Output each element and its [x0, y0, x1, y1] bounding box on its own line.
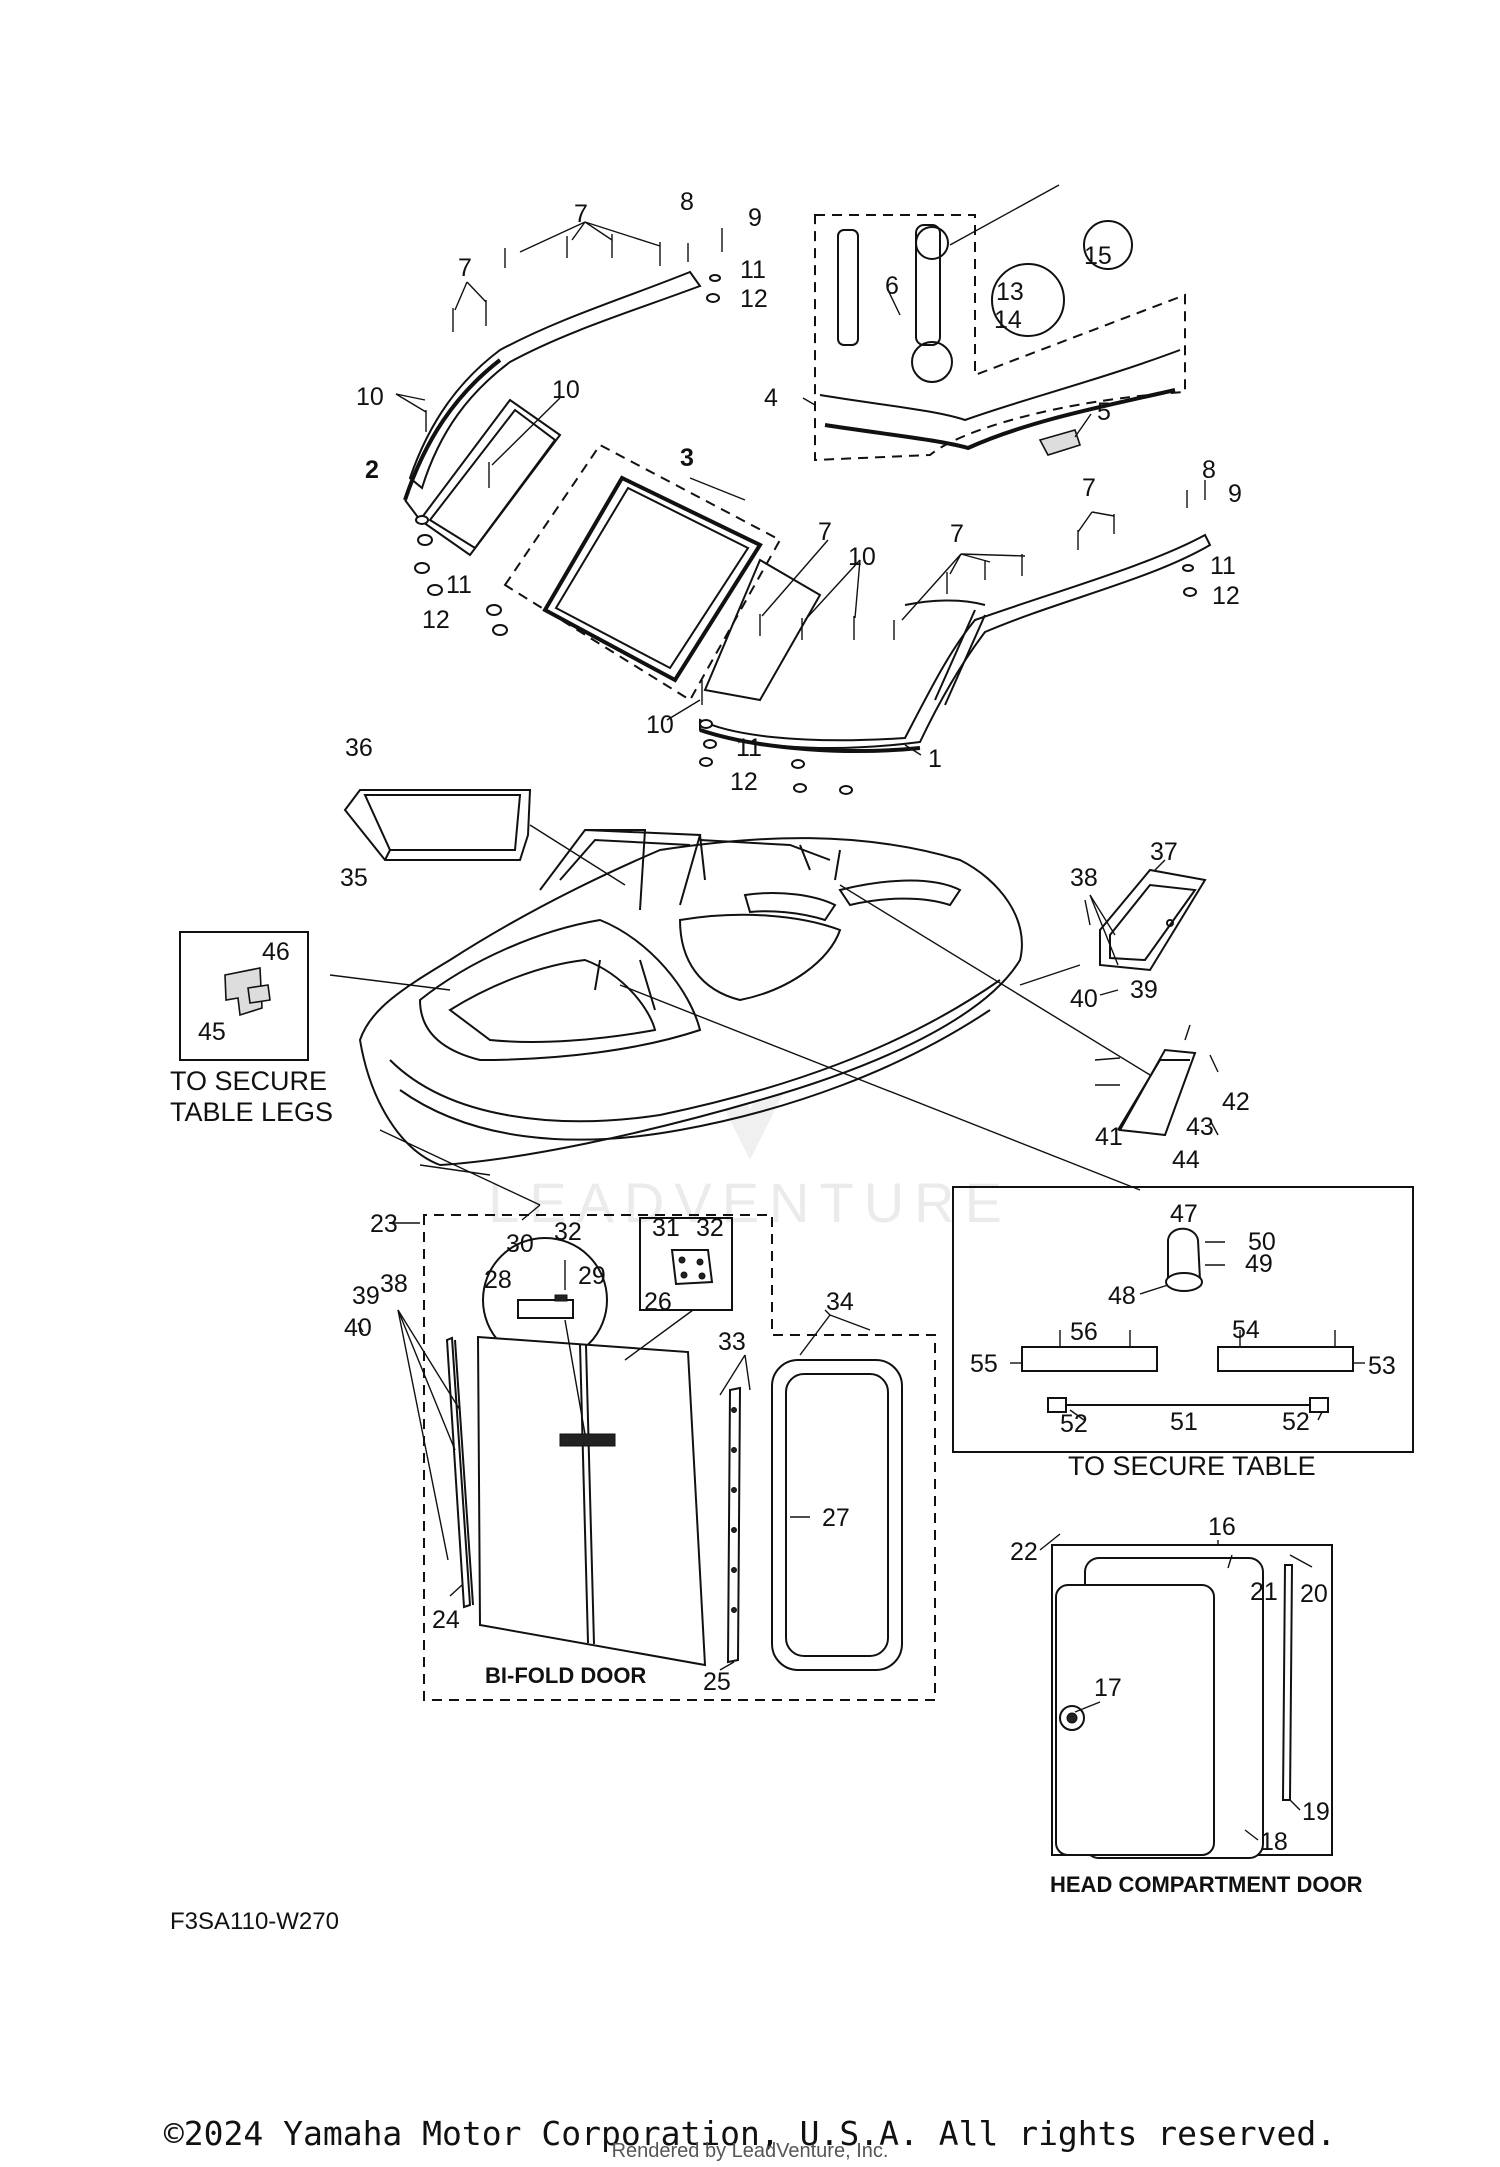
callout-34: 34 — [826, 1288, 854, 1316]
callout-48: 48 — [1108, 1282, 1136, 1310]
callout-4: 4 — [764, 384, 778, 412]
callout-11c: 11 — [1210, 552, 1236, 580]
callout-11a: 11 — [740, 256, 766, 284]
callout-30: 30 — [506, 1230, 534, 1258]
callout-38a: 38 — [1070, 864, 1098, 892]
callout-15: 15 — [1084, 242, 1112, 270]
callout-12b: 12 — [422, 606, 450, 634]
callout-18: 18 — [1260, 1828, 1288, 1856]
callout-38b: 38 — [380, 1270, 408, 1298]
callout-17: 17 — [1094, 1674, 1122, 1702]
callout-12d: 12 — [730, 768, 758, 796]
copyright-notice: ©2024 Yamaha Motor Corporation, U.S.A. A… — [163, 2114, 1337, 2153]
callout-19: 19 — [1302, 1798, 1330, 1826]
callout-7d: 7 — [950, 520, 964, 548]
caption-head-compartment-door: HEAD COMPARTMENT DOOR — [1050, 1872, 1363, 1897]
callout-3: 3 — [680, 444, 694, 472]
callout-31: 31 — [652, 1214, 680, 1242]
callout-42: 42 — [1222, 1088, 1250, 1116]
callout-labels: 1 2 3 4 5 6 7 7 7 7 7 8 8 9 9 10 10 10 1… — [198, 188, 1396, 1856]
callout-32b: 32 — [696, 1214, 724, 1242]
callout-10c: 10 — [848, 543, 876, 571]
callout-50: 50 — [1248, 1228, 1276, 1256]
callout-39b: 39 — [352, 1282, 380, 1310]
callout-14: 14 — [994, 306, 1022, 334]
bifold-door-group: BI-FOLD DOOR — [357, 1214, 936, 1701]
watermark-text: LEADVENTURE — [488, 1171, 1012, 1234]
callout-53: 53 — [1368, 1352, 1396, 1380]
callout-52b: 52 — [1282, 1408, 1310, 1436]
callout-41: 41 — [1095, 1123, 1123, 1151]
callout-1: 1 — [928, 745, 942, 773]
callout-21: 21 — [1250, 1578, 1278, 1606]
callout-44: 44 — [1172, 1146, 1200, 1174]
callout-12c: 12 — [1212, 582, 1240, 610]
head-compartment-door: HEAD COMPARTMENT DOOR — [1039, 1533, 1363, 1897]
callout-10d: 10 — [646, 711, 674, 739]
callout-26: 26 — [644, 1288, 672, 1316]
callout-6: 6 — [885, 272, 899, 300]
callout-11d: 11 — [736, 734, 762, 762]
callout-2: 2 — [365, 456, 379, 484]
callout-23: 23 — [370, 1210, 398, 1238]
access-panels — [1084, 859, 1219, 1137]
callout-33: 33 — [718, 1328, 746, 1356]
caption-bifold-door: BI-FOLD DOOR — [485, 1663, 646, 1688]
callout-7e: 7 — [1082, 474, 1096, 502]
callout-49: 49 — [1245, 1250, 1273, 1278]
callout-10b: 10 — [552, 376, 580, 404]
callout-7c: 7 — [818, 518, 832, 546]
callout-40b: 40 — [344, 1314, 372, 1342]
diagram-code: F3SA110-W270 — [170, 1908, 339, 1935]
callout-16: 16 — [1208, 1513, 1236, 1541]
callout-7b: 7 — [458, 254, 472, 282]
rendered-by-notice: Rendered by LeadVenture, Inc. — [611, 2140, 889, 2162]
callout-39a: 39 — [1130, 976, 1158, 1004]
callout-54: 54 — [1232, 1316, 1260, 1344]
windshield-assembly — [395, 184, 1212, 795]
callout-9b: 9 — [1228, 480, 1242, 508]
caption-secure-table: TO SECURE TABLE — [1068, 1451, 1316, 1481]
callout-32a: 32 — [554, 1218, 582, 1246]
callout-25: 25 — [703, 1668, 731, 1696]
callout-5: 5 — [1097, 398, 1111, 426]
callout-47: 47 — [1170, 1200, 1198, 1228]
callout-28: 28 — [484, 1266, 512, 1294]
callout-35: 35 — [340, 864, 368, 892]
callout-46: 46 — [262, 938, 290, 966]
callout-51: 51 — [1170, 1408, 1198, 1436]
boat-hull — [329, 789, 1151, 1221]
callout-27: 27 — [822, 1504, 850, 1532]
callout-11b: 11 — [446, 571, 472, 599]
callout-52a: 52 — [1060, 1410, 1088, 1438]
callout-40a: 40 — [1070, 985, 1098, 1013]
callout-9a: 9 — [748, 204, 762, 232]
callout-13: 13 — [996, 278, 1024, 306]
callout-37: 37 — [1150, 838, 1178, 866]
caption-table-legs-2: TABLE LEGS — [170, 1097, 333, 1127]
callout-12a: 12 — [740, 285, 768, 313]
callout-10a: 10 — [356, 383, 384, 411]
secure-table-detail: TO SECURE TABLE — [952, 1186, 1414, 1481]
callout-24: 24 — [432, 1606, 460, 1634]
callout-29: 29 — [578, 1262, 606, 1290]
callout-45: 45 — [198, 1018, 226, 1046]
callout-55: 55 — [970, 1350, 998, 1378]
callout-7a: 7 — [574, 200, 588, 228]
caption-table-legs-1: TO SECURE — [170, 1066, 327, 1096]
callout-20: 20 — [1300, 1580, 1328, 1608]
callout-8a: 8 — [680, 188, 694, 216]
callout-56: 56 — [1070, 1318, 1098, 1346]
callout-8b: 8 — [1202, 456, 1216, 484]
table-legs-detail: TO SECURE TABLE LEGS — [170, 931, 333, 1127]
callout-36: 36 — [345, 734, 373, 762]
callout-43: 43 — [1186, 1113, 1214, 1141]
callout-22: 22 — [1010, 1538, 1038, 1566]
